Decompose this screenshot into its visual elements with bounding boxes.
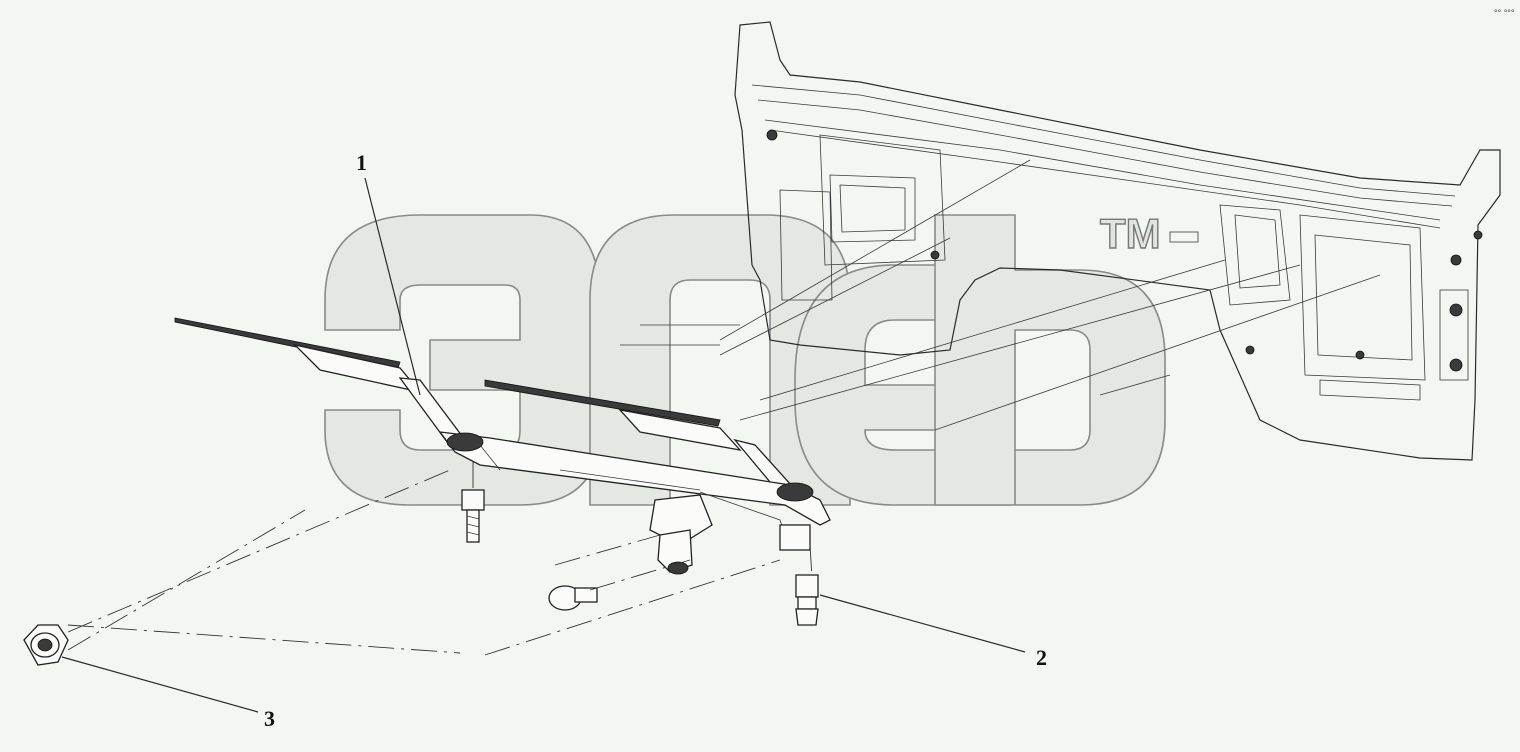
cowl-panel <box>620 21 1501 461</box>
watermark-letter-1 <box>324 214 601 506</box>
callout-2-label: 2 <box>1036 645 1047 670</box>
callout-3: 3 <box>61 656 275 731</box>
callout-1: 1 <box>356 150 421 396</box>
assembly-lines <box>67 462 813 656</box>
watermark-trademark: TM <box>1100 210 1161 257</box>
nut-callout-3 <box>23 624 69 666</box>
callout-2: 2 <box>819 594 1047 670</box>
corner-mark: °° °°° <box>1494 8 1515 18</box>
callout-1-label: 1 <box>356 150 367 175</box>
wiper-linkage <box>438 431 831 575</box>
bolt-left <box>461 489 485 543</box>
watermark-letter-4 <box>934 214 1166 506</box>
watermark-logo: TM <box>324 209 1166 506</box>
bolt-center <box>548 585 598 611</box>
callout-3-label: 3 <box>264 706 275 731</box>
bolt-callout-2 <box>795 574 819 626</box>
wiper-blade-left <box>174 317 467 447</box>
